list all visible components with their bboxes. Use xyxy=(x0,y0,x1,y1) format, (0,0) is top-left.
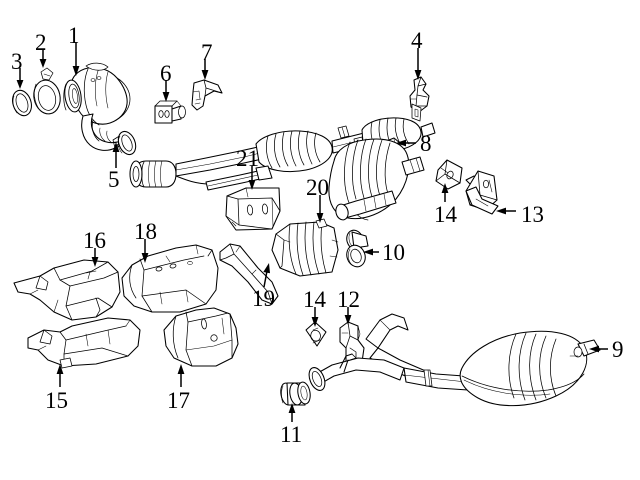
callout-label-5: 5 xyxy=(108,167,120,192)
callout-label-9: 9 xyxy=(612,337,624,362)
part-14-rubber-mount-rear xyxy=(305,321,327,347)
part-17-heat-shield xyxy=(163,307,239,367)
front-pipe-assembly xyxy=(129,117,436,191)
callout-label-4: 4 xyxy=(411,28,423,53)
part-21-heat-shield xyxy=(225,187,281,231)
part-14-rubber-mount xyxy=(435,159,463,190)
part-18-heat-shield xyxy=(121,244,219,313)
callout-label-2: 2 xyxy=(35,30,47,55)
part-6-oxygen-sensor xyxy=(154,100,186,124)
callout-label-12: 12 xyxy=(337,287,360,312)
callout-label-14: 14 xyxy=(434,202,457,227)
part-19-heat-shield-rail xyxy=(219,243,279,305)
callout-label-6: 6 xyxy=(160,61,172,86)
callout-label-7: 7 xyxy=(201,40,213,65)
callout-label-20: 20 xyxy=(306,175,329,200)
callout-label-21: 21 xyxy=(236,146,259,171)
callout-label-14b: 14 xyxy=(303,287,326,312)
part-15-heat-shield xyxy=(27,317,141,369)
center-muffler xyxy=(328,138,425,221)
part-7-bracket xyxy=(191,79,223,111)
part-4-pipe-hanger xyxy=(409,76,430,122)
part-5-sealing-ring xyxy=(117,130,137,156)
callout-label-11: 11 xyxy=(280,422,303,447)
callout-label-17: 17 xyxy=(167,388,190,413)
callout-label-15: 15 xyxy=(45,388,68,413)
part-3-sealing-ring xyxy=(12,89,32,117)
callout-label-1: 1 xyxy=(68,23,80,48)
part-10-clamp-double xyxy=(346,229,369,268)
part-2-clamp xyxy=(33,67,61,115)
rear-pipe-assembly xyxy=(308,313,601,407)
callout-label-8: 8 xyxy=(420,131,432,156)
callout-label-19: 19 xyxy=(252,286,275,311)
callout-arrows xyxy=(16,42,608,422)
part-11-clamp-rear xyxy=(280,381,311,406)
callout-label-3: 3 xyxy=(11,49,23,74)
callout-label-18: 18 xyxy=(134,219,157,244)
part-13-bracket xyxy=(465,170,499,215)
part-16-heat-shield xyxy=(13,259,121,321)
callout-label-13: 13 xyxy=(521,202,544,227)
part-20-heat-shield xyxy=(271,218,339,277)
callout-label-16: 16 xyxy=(83,228,106,253)
callout-label-10: 10 xyxy=(382,240,405,265)
